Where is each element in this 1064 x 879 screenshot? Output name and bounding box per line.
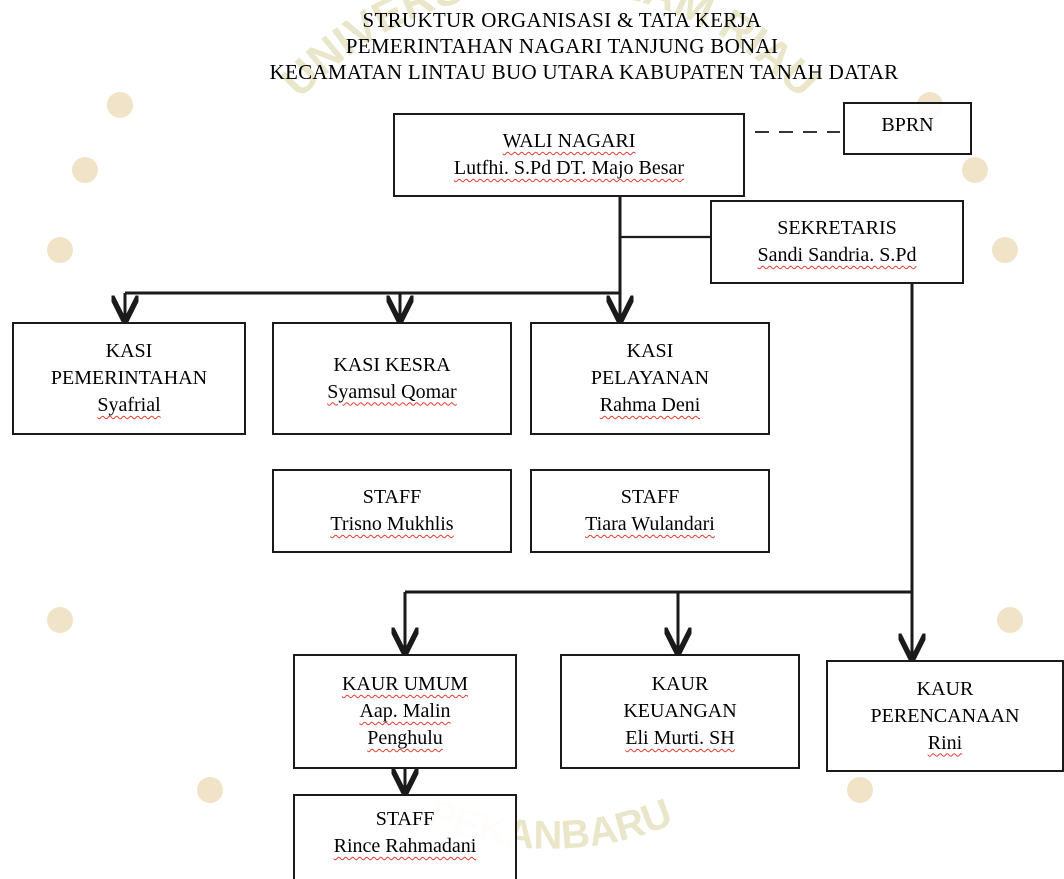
node-kaur-keuangan-title-1: KAUR <box>651 673 709 695</box>
node-wali-title: WALI NAGARI <box>502 130 636 152</box>
node-kaur-umum-title: KAUR UMUM <box>341 673 469 695</box>
node-kasi-pemerintahan-title-1: KASI <box>105 340 153 362</box>
node-kaur-keuangan-title-2: KEUANGAN <box>623 700 737 722</box>
node-kaur-perencanaan-title-2: PERENCANAAN <box>870 704 1020 727</box>
node-bprn-title: BPRN <box>881 114 934 136</box>
node-kasi-kesra: KASI KESRA Syamsul Qomar <box>272 322 512 435</box>
node-staff-pelayanan-name: Tiara Wulandari <box>585 513 715 535</box>
node-kaur-keuangan: KAUR KEUANGAN Eli Murti. SH <box>560 654 800 769</box>
node-kasi-pelayanan-title-2: PELAYANAN <box>590 367 710 389</box>
node-sekretaris: SEKRETARIS Sandi Sandria. S.Pd <box>710 200 964 284</box>
node-kasi-pemerintahan-title-2: PEMERINTAHAN <box>50 367 208 389</box>
node-kasi-kesra-title: KASI KESRA <box>333 353 451 376</box>
node-kasi-pelayanan: KASI PELAYANAN Rahma Deni <box>530 322 770 435</box>
node-staff-pelayanan: STAFF Tiara Wulandari <box>530 469 770 553</box>
node-kaur-perencanaan-name: Rini <box>927 731 963 754</box>
node-bprn: BPRN <box>843 102 972 155</box>
node-sekretaris-name: Sandi Sandria. S.Pd <box>757 244 917 266</box>
node-kaur-umum: KAUR UMUM Aap. Malin Penghulu <box>293 654 517 769</box>
chart-title-line-1: STRUKTUR ORGANISASI & TATA KERJA <box>362 8 762 32</box>
node-kasi-kesra-name: Syamsul Qomar <box>327 380 457 403</box>
node-staff-kesra: STAFF Trisno Mukhlis <box>272 469 512 553</box>
node-wali-nagari: WALI NAGARI Lutfhi. S.Pd DT. Majo Besar <box>393 113 745 197</box>
node-kaur-umum-name-1: Aap. Malin <box>359 700 451 722</box>
node-staff-pelayanan-title: STAFF <box>620 486 680 508</box>
node-staff-kesra-name: Trisno Mukhlis <box>330 513 454 535</box>
node-kaur-perencanaan: KAUR PERENCANAAN Rini <box>826 660 1064 772</box>
chart-title-line-2: PEMERINTAHAN NAGARI TANJUNG BONAI <box>345 34 779 58</box>
node-kaur-keuangan-name: Eli Murti. SH <box>625 727 735 749</box>
node-kaur-umum-name-2: Penghulu <box>367 727 443 749</box>
node-kasi-pemerintahan-name: Syafrial <box>97 394 161 416</box>
node-kasi-pemerintahan: KASI PEMERINTAHAN Syafrial <box>12 322 246 435</box>
node-kaur-perencanaan-title-1: KAUR <box>916 677 974 700</box>
node-kasi-pelayanan-name: Rahma Deni <box>599 394 701 416</box>
node-kasi-pelayanan-title-1: KASI <box>626 340 674 362</box>
node-staff-kesra-title: STAFF <box>362 486 422 508</box>
chart-title-line-3: KECAMATAN LINTAU BUO UTARA KABUPATEN TAN… <box>269 60 899 84</box>
node-wali-name: Lutfhi. S.Pd DT. Majo Besar <box>453 157 685 179</box>
node-staff-umum: STAFF Rince Rahmadani <box>293 794 517 879</box>
node-sekretaris-title: SEKRETARIS <box>777 217 897 239</box>
node-staff-umum-name: Rince Rahmadani <box>333 835 477 857</box>
node-staff-umum-title: STAFF <box>375 808 435 830</box>
